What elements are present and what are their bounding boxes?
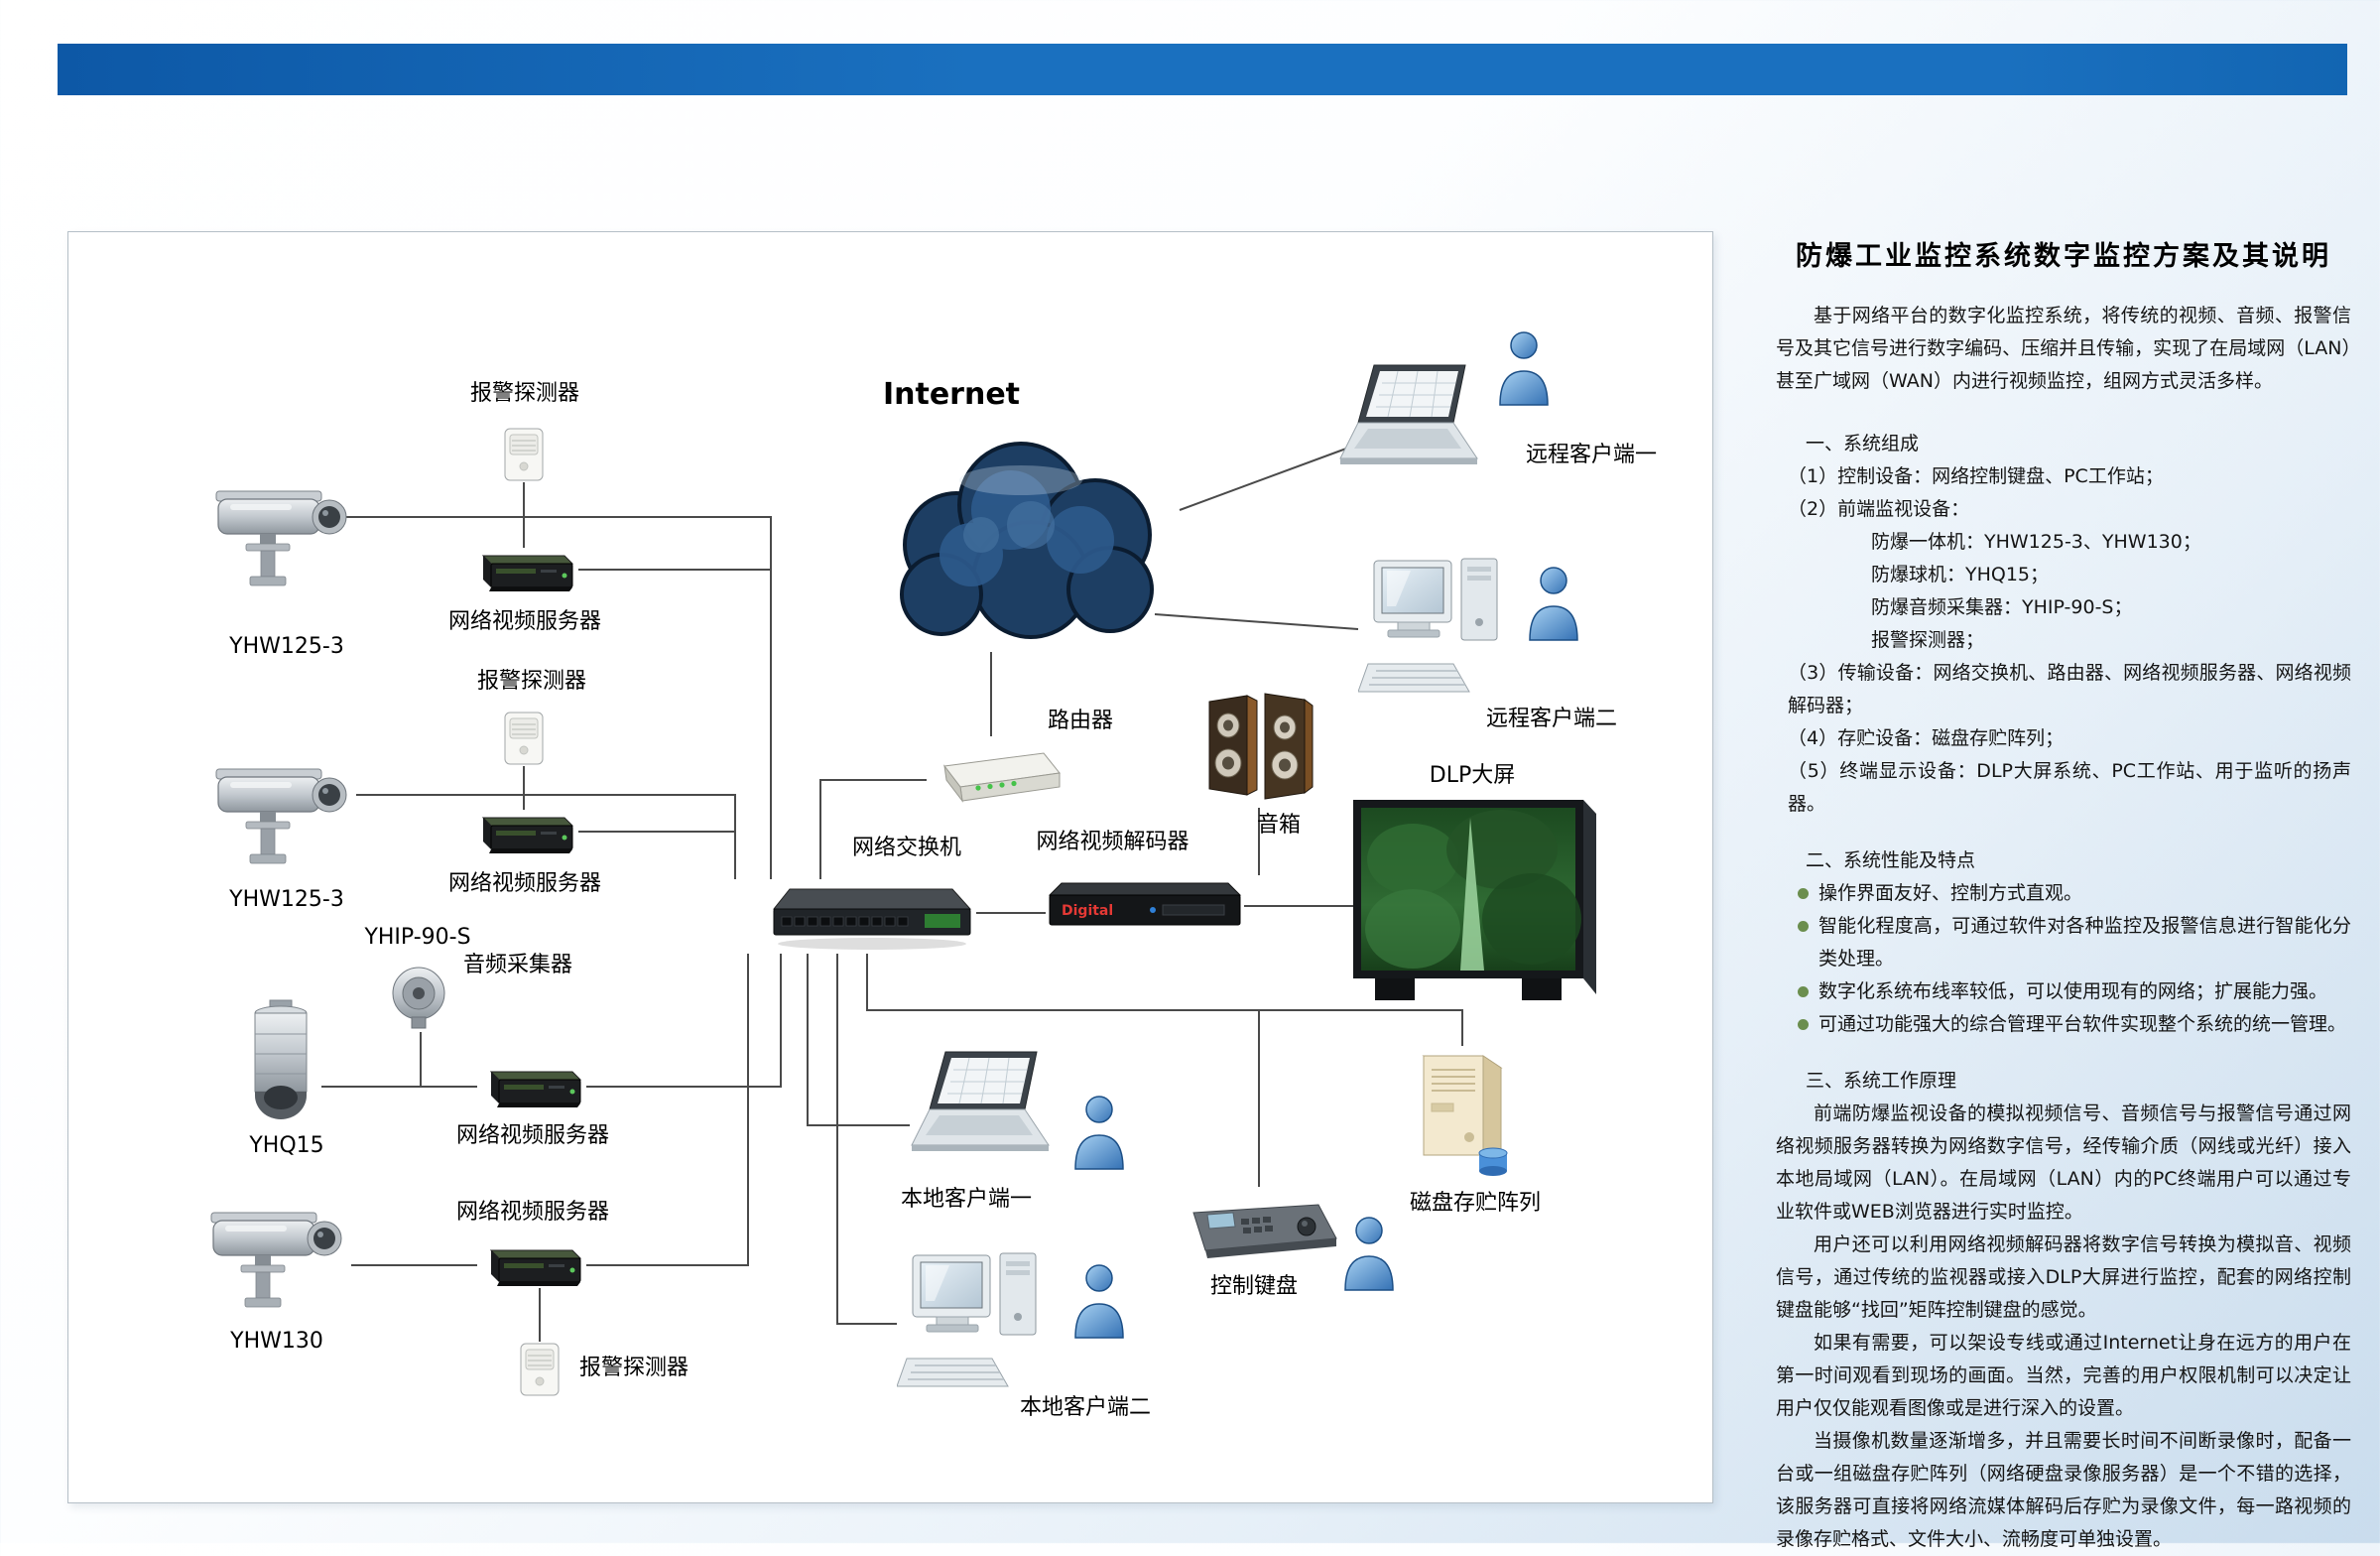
alarm-detector-1-label: 报警探测器 bbox=[469, 381, 579, 406]
audio-model-label: YHIP-90-S bbox=[364, 925, 471, 950]
dlp-screen-icon bbox=[1353, 800, 1596, 1012]
camera-yhw125-1-label: YHW125-3 bbox=[229, 634, 344, 659]
composition-subitem-4: 报警探测器； bbox=[1871, 629, 1985, 651]
description-column: 防爆工业监控系统数字监控方案及其说明 基于网络平台的数字化监控系统，将传统的视频… bbox=[1776, 240, 2351, 1556]
video-server-4-icon bbox=[477, 1242, 586, 1292]
header-bar bbox=[58, 44, 2347, 95]
composition-item-2: （2）前端监视设备： bbox=[1788, 498, 1970, 520]
local-laptop-icon bbox=[910, 1048, 1059, 1166]
camera-yhw125-2-label: YHW125-3 bbox=[229, 887, 344, 912]
intro-paragraph: 基于网络平台的数字化监控系统，将传统的视频、音频、报警信号及其它信号进行数字编码… bbox=[1776, 305, 2351, 392]
remote-user-2-icon bbox=[1525, 565, 1582, 646]
internet-cloud-icon bbox=[862, 426, 1190, 668]
dlp-label: DLP大屏 bbox=[1429, 763, 1516, 788]
video-server-4-label: 网络视频服务器 bbox=[455, 1200, 609, 1225]
dome-camera-icon bbox=[239, 996, 323, 1129]
composition-item-4: （4）存贮设备：磁盘存贮阵列； bbox=[1788, 727, 2065, 749]
remote-desktop-icon bbox=[1358, 555, 1517, 708]
principle-paragraph-1: 前端防爆监视设备的模拟视频信号、音频信号与报警信号通过网络视频服务器转换为网络数… bbox=[1776, 1102, 2351, 1223]
composition-subitem-2: 防爆球机：YHQ15； bbox=[1871, 564, 2050, 585]
alarm-detector-2-icon bbox=[502, 711, 546, 770]
principle-paragraph-4: 当摄像机数量逐渐增多，并且需要长时间不间断录像时，配备一台或一组磁盘存贮阵列（网… bbox=[1776, 1430, 2351, 1550]
remote-laptop-icon bbox=[1338, 361, 1487, 479]
control-keyboard-label: 控制键盘 bbox=[1209, 1274, 1298, 1299]
feature-text-2: 智能化程度高，可通过软件对各种监控及报警信息进行智能化分类处理。 bbox=[1818, 915, 2351, 970]
router-label: 路由器 bbox=[1047, 709, 1113, 733]
bullet-dot-icon bbox=[1798, 921, 1809, 932]
feature-bullet-3: 数字化系统布线率较低，可以使用现有的网络；扩展能力强。 bbox=[1776, 975, 2351, 1008]
router-icon bbox=[927, 736, 1070, 820]
feature-text-1: 操作界面友好、控制方式直观。 bbox=[1818, 882, 2083, 904]
composition-subitem-3: 防爆音频采集器：YHIP-90-S； bbox=[1871, 596, 2133, 618]
ptz-camera-3-icon bbox=[197, 1200, 356, 1318]
local-user-1-icon bbox=[1070, 1094, 1128, 1175]
feature-text-4: 可通过功能强大的综合管理平台软件实现整个系统的统一管理。 bbox=[1818, 1013, 2347, 1035]
alarm-detector-3-label: 报警探测器 bbox=[579, 1356, 689, 1380]
composition-item-1: （1）控制设备：网络控制键盘、PC工作站； bbox=[1788, 465, 2164, 487]
speaker-label: 音箱 bbox=[1256, 813, 1301, 838]
video-server-3-icon bbox=[477, 1064, 586, 1113]
audio-collector-label: 音频采集器 bbox=[462, 953, 572, 977]
ptz-camera-1-icon bbox=[202, 478, 361, 596]
remote-client2-label: 远程客户端二 bbox=[1485, 707, 1617, 731]
switch-label: 网络交换机 bbox=[851, 836, 961, 860]
section3-heading: 三、系统工作原理 bbox=[1806, 1070, 1957, 1092]
composition-subitem-1: 防爆一体机：YHW125-3、YHW130； bbox=[1871, 531, 2201, 553]
video-server-1-label: 网络视频服务器 bbox=[447, 609, 601, 634]
control-keyboard-icon bbox=[1180, 1187, 1343, 1270]
feature-text-3: 数字化系统布线率较低，可以使用现有的网络；扩展能力强。 bbox=[1818, 980, 2328, 1002]
bullet-dot-icon bbox=[1798, 1019, 1809, 1030]
local-client1-label: 本地客户端一 bbox=[900, 1187, 1032, 1212]
internet-label: Internet bbox=[882, 377, 1021, 412]
operator-user-icon bbox=[1340, 1215, 1398, 1296]
feature-bullet-4: 可通过功能强大的综合管理平台软件实现整个系统的统一管理。 bbox=[1776, 1008, 2351, 1041]
decoder-brand-text: Digital bbox=[1062, 903, 1113, 919]
bullet-dot-icon bbox=[1798, 888, 1809, 899]
dome-yhq15-label: YHQ15 bbox=[249, 1133, 324, 1158]
section1-heading: 一、系统组成 bbox=[1806, 433, 1920, 454]
page-title: 防爆工业监控系统数字监控方案及其说明 bbox=[1796, 241, 2331, 272]
decoder-icon: Digital bbox=[1046, 875, 1244, 941]
section2-heading: 二、系统性能及特点 bbox=[1806, 849, 1976, 871]
connection-lines bbox=[321, 448, 1463, 1342]
video-server-2-icon bbox=[469, 810, 578, 859]
remote-user-1-icon bbox=[1495, 329, 1553, 411]
decoder-label: 网络视频解码器 bbox=[1036, 830, 1190, 854]
composition-item-3: （3）传输设备：网络交换机、路由器、网络视频服务器、网络视频解码器； bbox=[1788, 662, 2351, 716]
feature-bullet-1: 操作界面友好、控制方式直观。 bbox=[1776, 877, 2351, 910]
disk-array-label: 磁盘存贮阵列 bbox=[1409, 1191, 1541, 1216]
principle-paragraph-2: 用户还可以利用网络视频解码器将数字信号转换为模拟音、视频信号，通过传统的监视器或… bbox=[1776, 1233, 2351, 1321]
audio-collector-icon bbox=[384, 963, 453, 1036]
video-server-2-label: 网络视频服务器 bbox=[447, 871, 601, 896]
feature-bullet-2: 智能化程度高，可通过软件对各种监控及报警信息进行智能化分类处理。 bbox=[1776, 910, 2351, 975]
camera-yhw130-label: YHW130 bbox=[230, 1329, 323, 1354]
principle-paragraph-3: 如果有需要，可以架设专线或通过Internet让身在远方的用户在第一时间观看到现… bbox=[1776, 1332, 2351, 1419]
video-server-1-icon bbox=[469, 548, 578, 597]
bullet-dot-icon bbox=[1798, 986, 1809, 997]
composition-item-5: （5）终端显示设备：DLP大屏系统、PC工作站、用于监听的扬声器。 bbox=[1788, 760, 2351, 815]
ptz-camera-2-icon bbox=[202, 756, 361, 874]
switch-icon bbox=[768, 879, 976, 958]
disk-array-icon bbox=[1410, 1046, 1514, 1184]
alarm-detector-3-icon bbox=[518, 1342, 562, 1401]
remote-client1-label: 远程客户端一 bbox=[1525, 443, 1657, 467]
local-desktop-icon bbox=[897, 1249, 1056, 1402]
diagram-panel: 报警探测器 YHW125-3 网络视频服务器 报警探测器 YHW125-3 网络… bbox=[67, 231, 1713, 1503]
local-user-2-icon bbox=[1070, 1262, 1128, 1344]
alarm-detector-2-label: 报警探测器 bbox=[476, 669, 586, 694]
local-client2-label: 本地客户端二 bbox=[1019, 1395, 1151, 1420]
alarm-detector-1-icon bbox=[502, 427, 546, 486]
video-server-3-label: 网络视频服务器 bbox=[455, 1123, 609, 1148]
speakers-icon bbox=[1199, 684, 1318, 812]
